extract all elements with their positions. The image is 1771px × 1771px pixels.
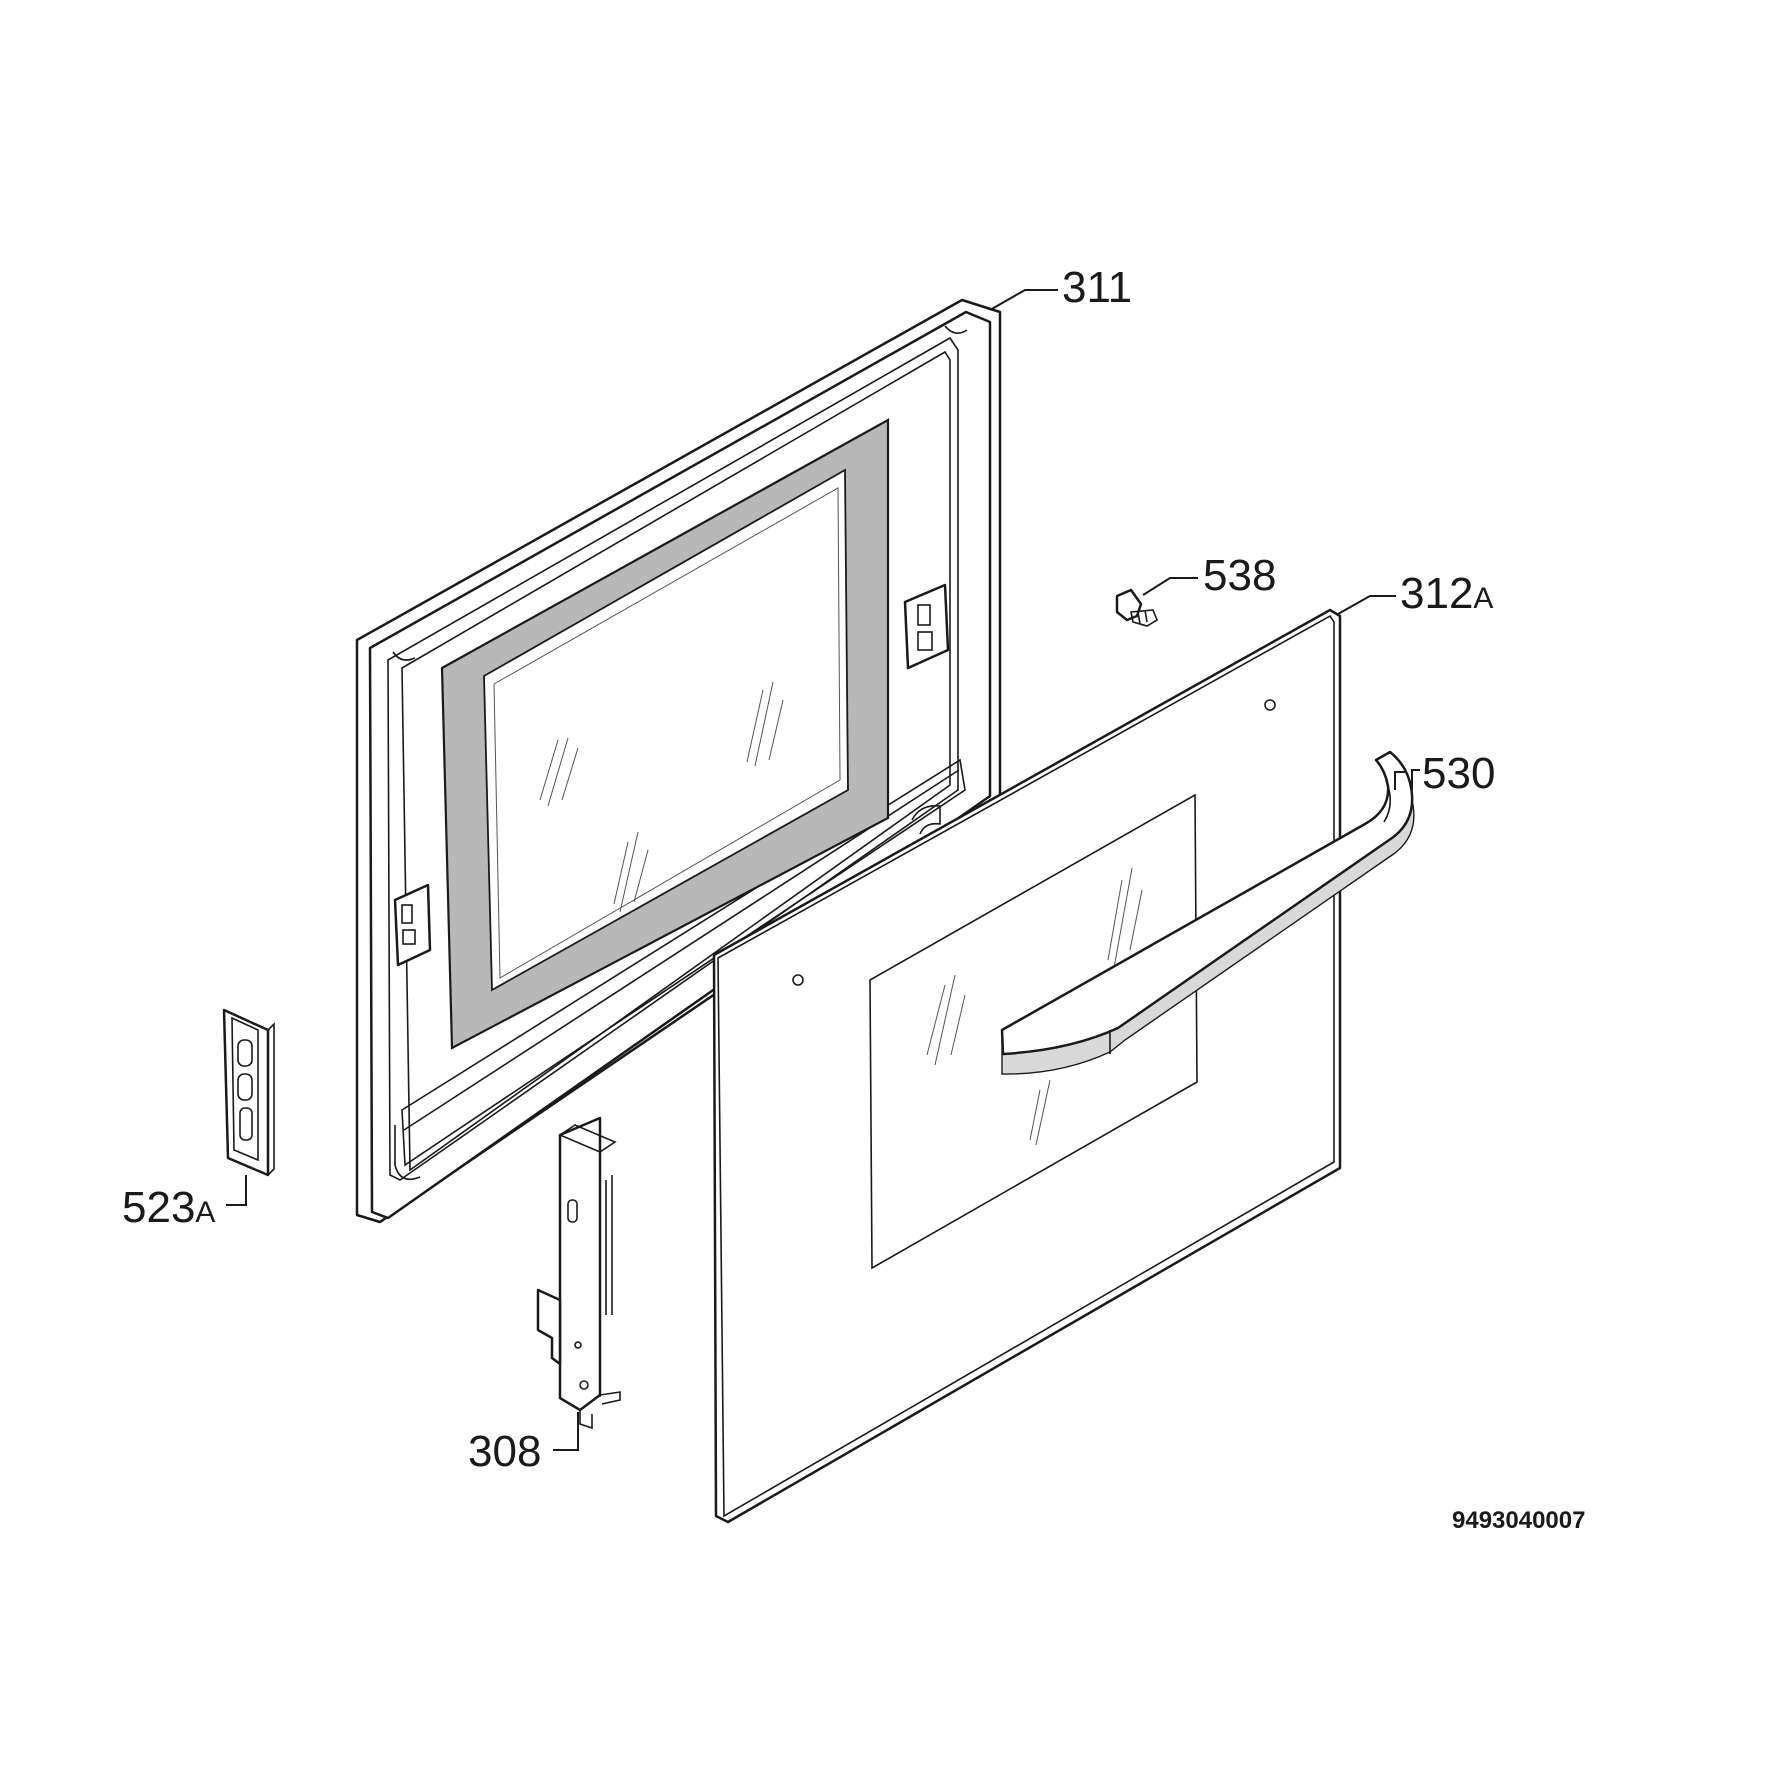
label-312a: 312A xyxy=(1400,569,1493,618)
leader-lines xyxy=(226,289,1420,1451)
panel-hole-right xyxy=(1264,699,1276,711)
door-handle-530 xyxy=(1000,750,1415,1075)
panel-viewing-window xyxy=(869,793,1198,1270)
screw-538 xyxy=(1115,588,1158,627)
label-523a: 523A xyxy=(122,1183,215,1232)
label-308: 308 xyxy=(468,1427,541,1476)
hinge-308 xyxy=(536,1116,621,1430)
drawing-number: 9493040007 xyxy=(1452,1507,1585,1534)
inner-door-frame-311 xyxy=(355,298,1002,1224)
label-311: 311 xyxy=(1062,263,1132,312)
frame-hinge-bracket-upper xyxy=(903,583,950,670)
label-530: 530 xyxy=(1422,749,1495,798)
inner-glass xyxy=(483,468,849,992)
frame-hinge-bracket-lower xyxy=(393,883,432,967)
label-538: 538 xyxy=(1203,551,1276,600)
glass-reflection-marks xyxy=(539,681,784,913)
hinge-cover-523a xyxy=(222,1008,275,1177)
panel-hole-left xyxy=(792,974,804,986)
